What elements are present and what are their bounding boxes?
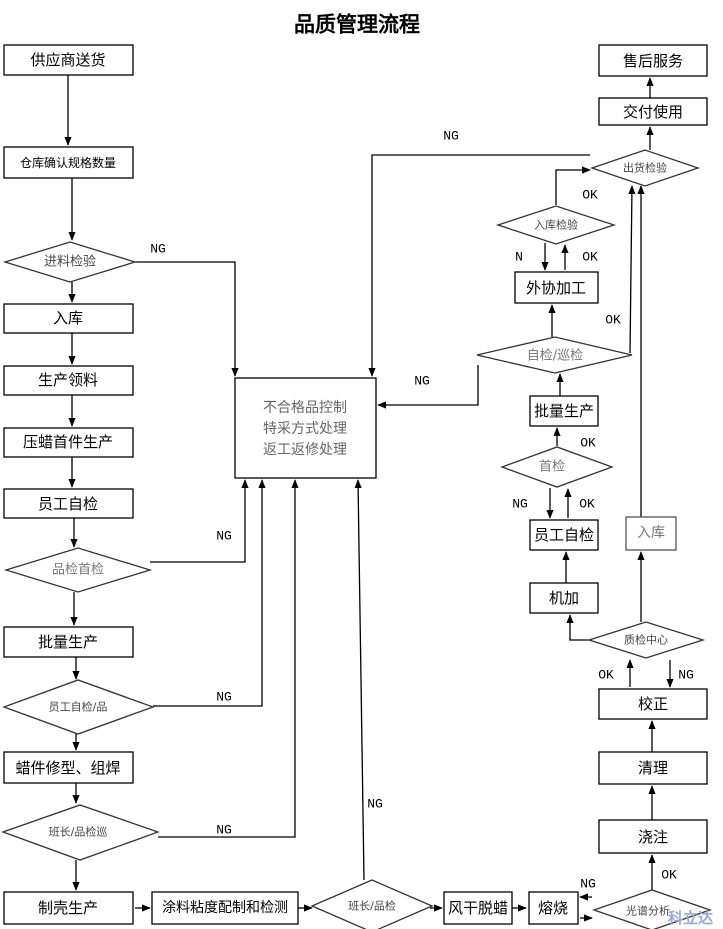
svg-text:熔烧: 熔烧 [538, 899, 568, 917]
step-wax-trim-weld: 蜡件修型、组焊 [3, 751, 134, 784]
step-pouring: 浇注 [598, 819, 708, 854]
ok-label: OK [580, 436, 596, 451]
ng-label: NG [216, 690, 232, 705]
svg-text:首检: 首检 [539, 460, 565, 475]
svg-text:出货检验: 出货检验 [623, 161, 667, 175]
step-roasting: 熔烧 [528, 891, 579, 925]
svg-text:员工自检/品: 员工自检/品 [49, 700, 108, 714]
svg-text:浇注: 浇注 [638, 828, 668, 846]
step-storage: 入库 [3, 303, 134, 334]
svg-text:品检首检: 品检首检 [52, 563, 104, 578]
decision-incoming-inspection: 进料检验 [2, 241, 138, 283]
svg-text:售后服务: 售后服务 [623, 52, 683, 70]
step-after-sales: 售后服务 [598, 44, 708, 77]
svg-text:供应商送货: 供应商送货 [30, 51, 105, 69]
svg-text:风干脱蜡: 风干脱蜡 [448, 899, 508, 917]
svg-text:光谱分析: 光谱分析 [626, 904, 670, 918]
svg-text:校正: 校正 [638, 695, 668, 713]
step-shell-making: 制壳生产 [3, 891, 134, 925]
decision-self-patrol: 自检/巡检 [476, 336, 633, 374]
n-label: N [515, 250, 523, 265]
ng-label: NG [216, 823, 232, 838]
svg-text:入库检验: 入库检验 [534, 218, 578, 232]
step-warehouse-confirm: 仓库确认规格数量 [3, 146, 134, 179]
svg-text:压蜡首件生产: 压蜡首件生产 [23, 433, 113, 451]
ng-label: NG [414, 374, 430, 389]
svg-text:自检/巡检: 自检/巡检 [527, 349, 583, 364]
decision-leader-qc-patrol: 班长/品检巡 [1, 804, 160, 861]
ng-label: NG [150, 242, 166, 257]
ok-label: OK [598, 668, 614, 683]
decision-shipping-inspection: 出货检验 [589, 149, 701, 187]
page-title: 品质管理流程 [294, 12, 420, 37]
ng-label: NG [580, 877, 596, 892]
flow-labels: NG NG NG NG NG NG NG NG NG NG OK OK OK O… [150, 129, 694, 892]
svg-text:批量生产: 批量生产 [38, 633, 98, 651]
decision-first-check: 首检 [500, 446, 614, 488]
step-mass-production: 批量生产 [3, 626, 134, 658]
ng-label: NG [443, 129, 459, 144]
ng-label: NG [216, 529, 232, 544]
step-storage-right: 入库 [625, 516, 677, 551]
step-outsourcing: 外协加工 [514, 271, 599, 304]
svg-text:员工自检: 员工自检 [38, 495, 98, 513]
decision-leader-qc: 班长/品检 [310, 879, 434, 929]
svg-text:质检中心: 质检中心 [624, 633, 668, 647]
step-cleaning: 清理 [598, 751, 708, 785]
step-supplier: 供应商送货 [3, 44, 134, 76]
step-mass-production-right: 批量生产 [529, 395, 599, 427]
step-coating: 涂料粘度配制和检测 [151, 891, 299, 925]
svg-text:涂料粘度配制和检测: 涂料粘度配制和检测 [162, 900, 288, 916]
step-wax-first-piece: 压蜡首件生产 [3, 427, 134, 458]
ng-label: NG [512, 497, 528, 512]
ok-label: OK [582, 188, 598, 203]
ok-label: OK [661, 868, 677, 883]
nonconforming-control-box: 不合格品控制 特采方式处理 返工返修处理 [234, 377, 377, 479]
step-correction: 校正 [598, 688, 708, 720]
watermark: 科立达 [668, 909, 713, 927]
ng-label: NG [678, 668, 694, 683]
svg-text:进料检验: 进料检验 [44, 254, 96, 270]
svg-text:批量生产: 批量生产 [534, 402, 594, 420]
svg-text:生产领料: 生产领料 [38, 371, 98, 389]
decision-employee-qc-check: 员工自检/品 [2, 679, 155, 735]
svg-text:制壳生产: 制壳生产 [38, 899, 98, 917]
connectors [64, 75, 674, 922]
svg-text:清理: 清理 [638, 759, 668, 777]
step-employee-self-check: 员工自检 [3, 488, 134, 519]
step-employee-self-check-right: 员工自检 [529, 519, 599, 551]
decision-spectral: 光谱分析 [592, 889, 712, 929]
svg-text:蜡件修型、组焊: 蜡件修型、组焊 [15, 759, 120, 777]
svg-text:不合格品控制: 不合格品控制 [263, 400, 347, 416]
step-machining: 机加 [529, 582, 599, 614]
svg-text:机加: 机加 [549, 589, 579, 607]
ok-label: OK [605, 313, 621, 328]
svg-text:特采方式处理: 特采方式处理 [263, 421, 347, 437]
ng-label: NG [367, 797, 383, 812]
ok-label: OK [582, 250, 598, 265]
svg-text:仓库确认规格数量: 仓库确认规格数量 [20, 155, 116, 170]
svg-text:返工返修处理: 返工返修处理 [263, 442, 347, 458]
svg-text:交付使用: 交付使用 [623, 103, 683, 121]
svg-text:员工自检: 员工自检 [534, 526, 594, 544]
step-material-pick: 生产领料 [3, 365, 134, 396]
svg-text:外协加工: 外协加工 [526, 279, 586, 297]
svg-text:入库: 入库 [637, 525, 665, 541]
svg-text:入库: 入库 [53, 309, 83, 327]
decision-storage-inspection: 入库检验 [495, 205, 617, 245]
step-dewax: 风干脱蜡 [443, 891, 513, 925]
decision-qc-first-check: 品检首检 [3, 547, 153, 593]
svg-text:班长/品检: 班长/品检 [348, 899, 396, 913]
decision-qc-center: 质检中心 [586, 621, 706, 659]
svg-text:班长/品检巡: 班长/品检巡 [49, 825, 108, 839]
ok-label: OK [579, 497, 595, 512]
step-delivery: 交付使用 [598, 97, 708, 126]
